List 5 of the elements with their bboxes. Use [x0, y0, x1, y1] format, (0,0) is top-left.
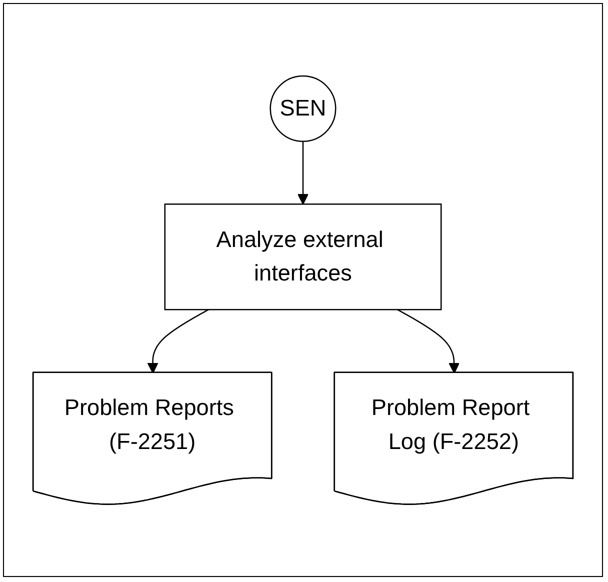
arrow: [397, 308, 460, 374]
arrow: [147, 308, 209, 374]
node-box: Analyze external interfaces: [164, 203, 442, 310]
node-circle: SEN: [270, 75, 336, 142]
arrow: [297, 141, 309, 204]
